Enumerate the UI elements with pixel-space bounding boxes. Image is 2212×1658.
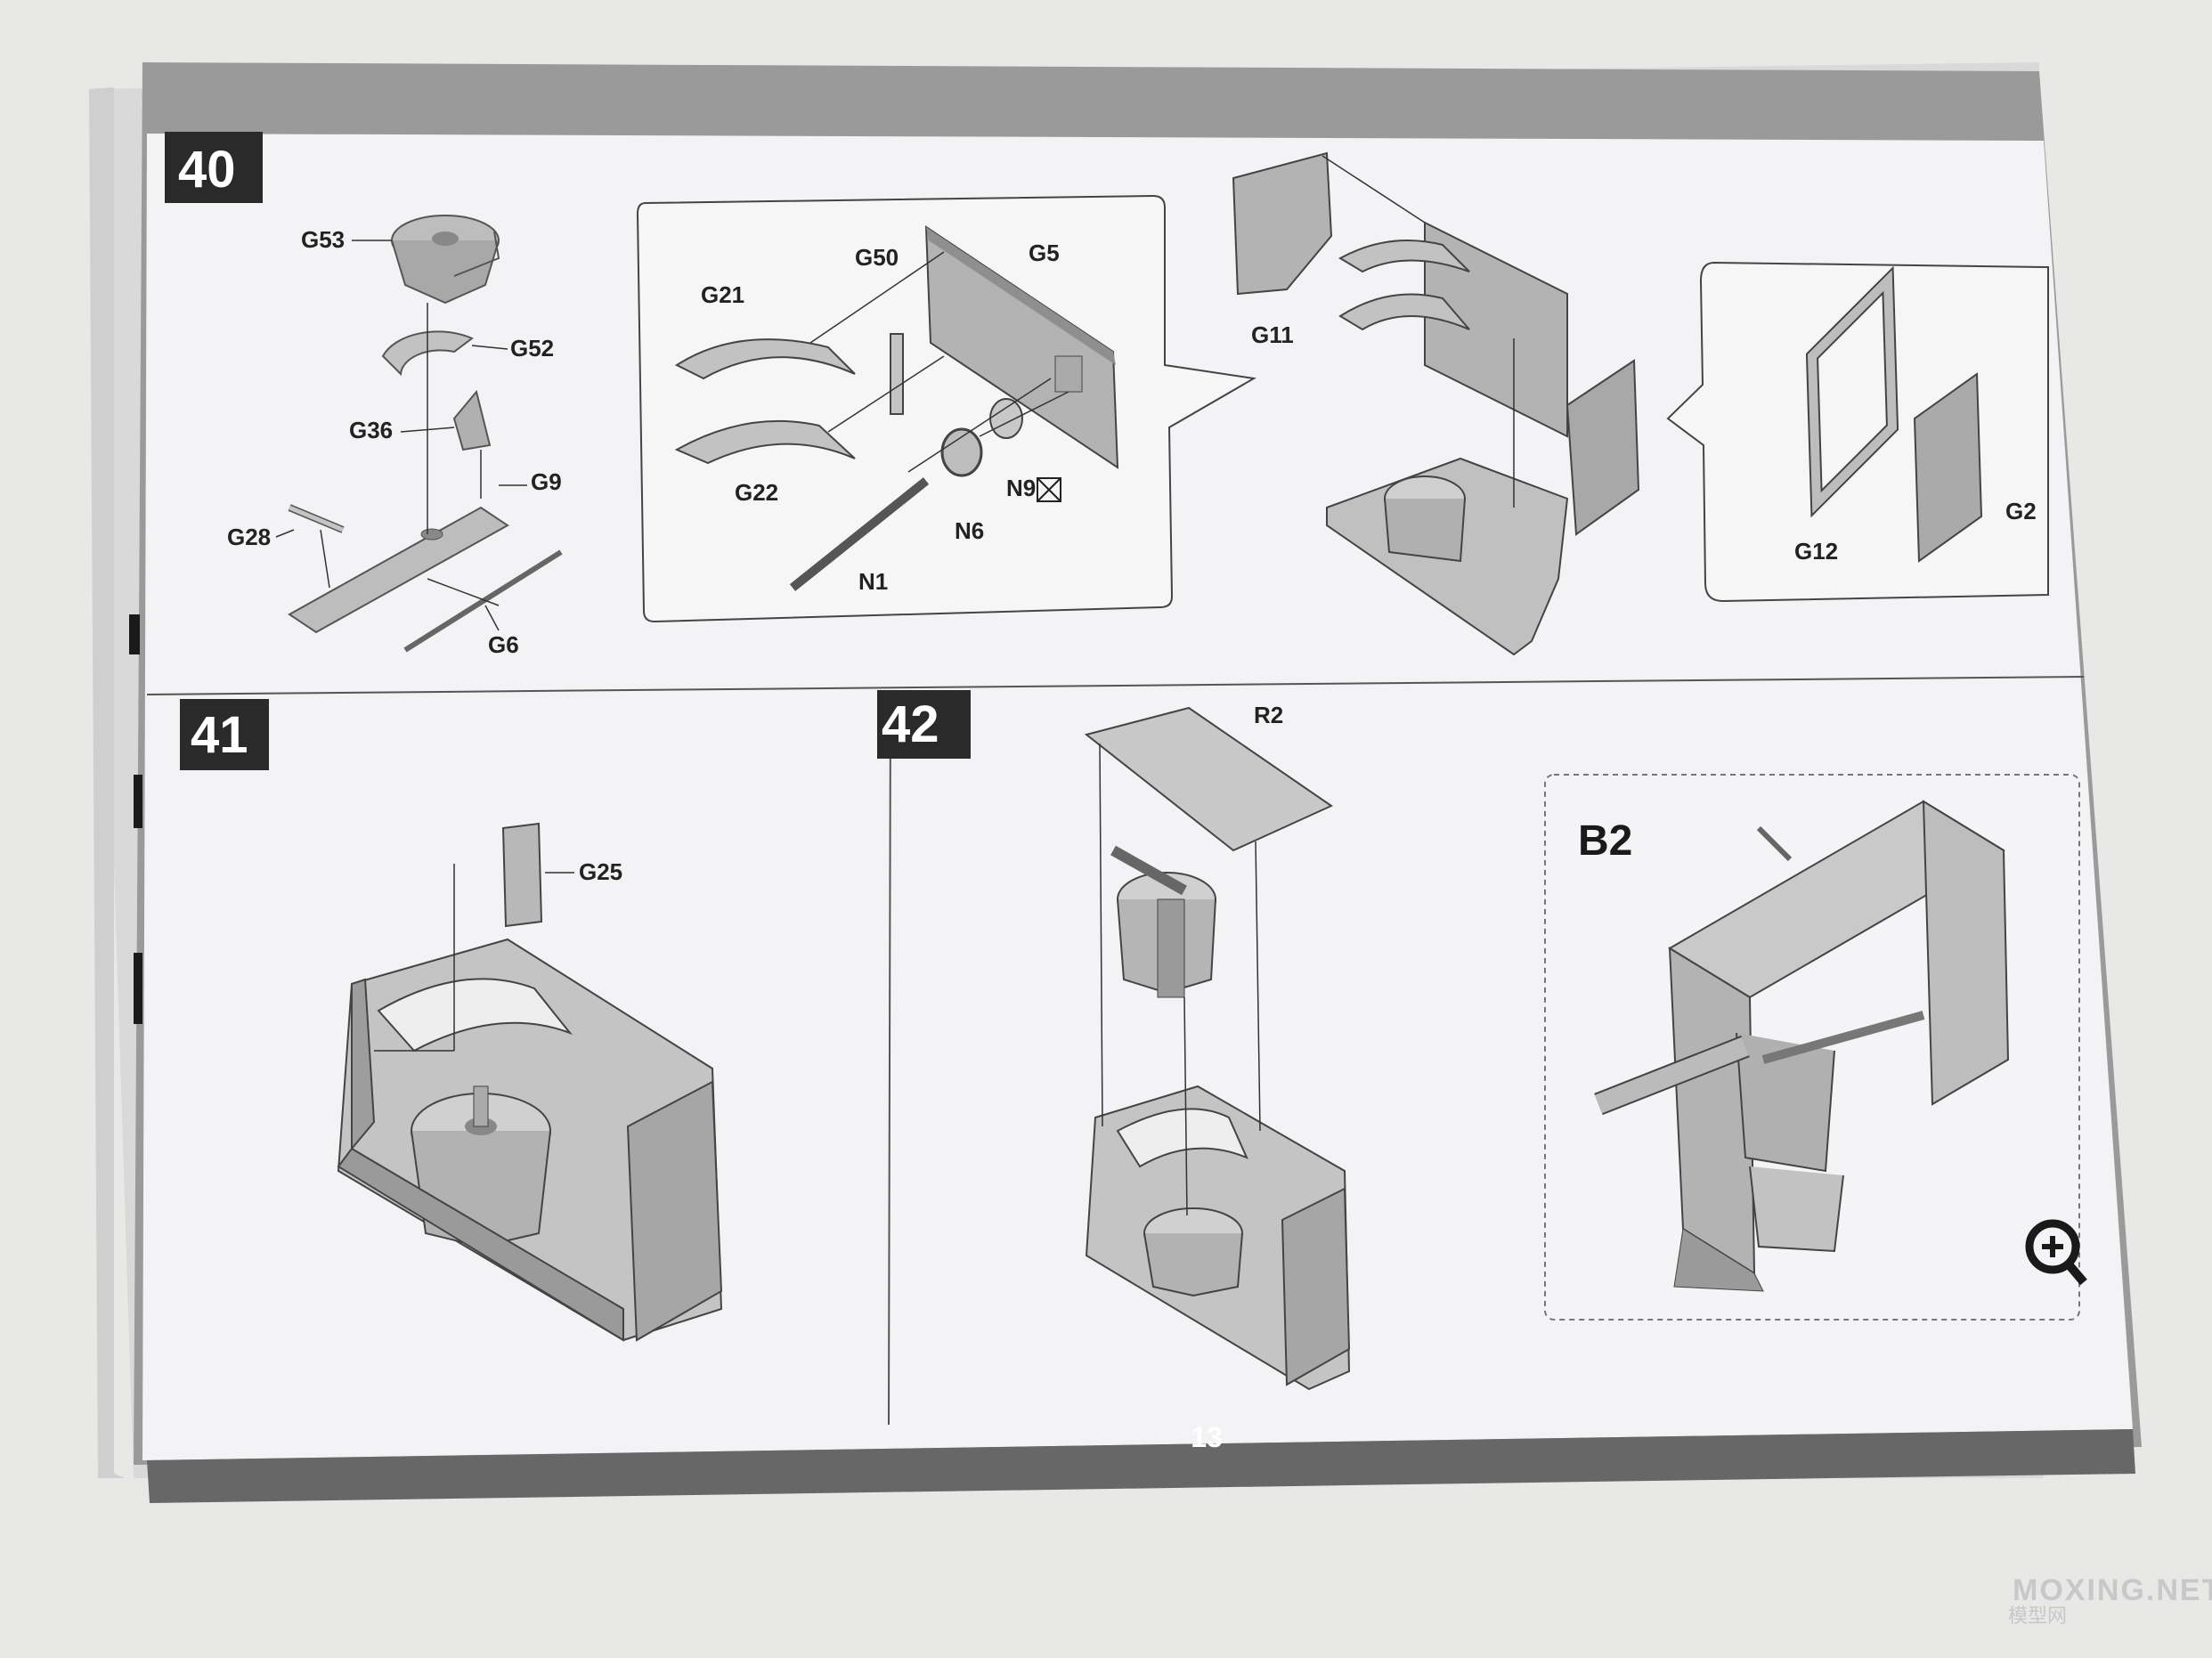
- part-g50: [890, 333, 904, 415]
- label-n6: N6: [955, 517, 984, 544]
- turret-42: [1110, 845, 1216, 998]
- label-g5: G5: [1029, 240, 1060, 266]
- step-41-number: 41: [191, 706, 248, 764]
- page-number: 13: [1191, 1421, 1223, 1453]
- part-g25: [501, 822, 543, 928]
- part-n9: [989, 398, 1023, 439]
- label-g36: G36: [349, 417, 393, 443]
- crop-mark: [129, 614, 140, 654]
- part-g6: [403, 549, 563, 653]
- divider-horizontal: [146, 676, 2085, 695]
- part-n6: [940, 427, 983, 477]
- crop-mark: [134, 775, 142, 828]
- step-42-number: 42: [882, 695, 939, 753]
- label-g50: G50: [855, 244, 899, 271]
- photoetch-icon: [1037, 477, 1061, 502]
- part-g2: [1913, 372, 1983, 563]
- label-g12: G12: [1794, 538, 1838, 565]
- watermark-site: MOXING.NET: [2013, 1573, 2212, 1607]
- divider-vertical: [888, 689, 891, 1426]
- watermark-cn: 模型网: [2008, 1605, 2067, 1627]
- label-n1: N1: [858, 568, 888, 595]
- part-g9: [288, 506, 509, 634]
- label-g2: G2: [2005, 498, 2037, 524]
- step-42-panel: 42 R2 B2: [877, 690, 2087, 1391]
- crop-mark: [134, 953, 142, 1024]
- label-n9: N9: [1006, 475, 1036, 501]
- door-42: [1281, 1187, 1351, 1386]
- part-g21: [674, 338, 856, 380]
- label-g22: G22: [735, 479, 778, 506]
- label-g28: G28: [227, 524, 271, 550]
- part-g11: [1232, 151, 1333, 296]
- zoom-in-icon: [2025, 1219, 2087, 1286]
- step-40-callout-box: [636, 194, 1256, 623]
- part-g52: [381, 330, 474, 377]
- door-41: [626, 1080, 723, 1342]
- step-41-panel: 41 G25: [180, 699, 723, 1342]
- label-b2: B2: [1578, 817, 1632, 865]
- step-42-badge: [877, 690, 971, 759]
- page-number-band: [147, 1429, 2135, 1503]
- label-g21: G21: [701, 281, 744, 308]
- label-g52: G52: [510, 335, 554, 362]
- label-g9: G9: [531, 468, 562, 495]
- label-r2: R2: [1254, 702, 1283, 728]
- step-40-badge: [165, 132, 263, 203]
- part-g22: [674, 419, 856, 465]
- label-g25: G25: [579, 858, 622, 885]
- part-r2: [1084, 706, 1334, 852]
- step-40-number: 40: [178, 141, 236, 199]
- part-n1: [789, 477, 930, 591]
- step-41-badge: [180, 699, 269, 770]
- label-g53: G53: [301, 226, 345, 253]
- step-40-panel: 40 G53 G52 G36 G9: [165, 132, 2049, 658]
- door-40: [1565, 359, 1640, 536]
- label-g6: G6: [488, 631, 519, 658]
- part-g36: [452, 389, 492, 451]
- label-g11: G11: [1251, 321, 1294, 348]
- part-g53: [391, 215, 500, 305]
- b2-assembled-model: [1594, 800, 2010, 1292]
